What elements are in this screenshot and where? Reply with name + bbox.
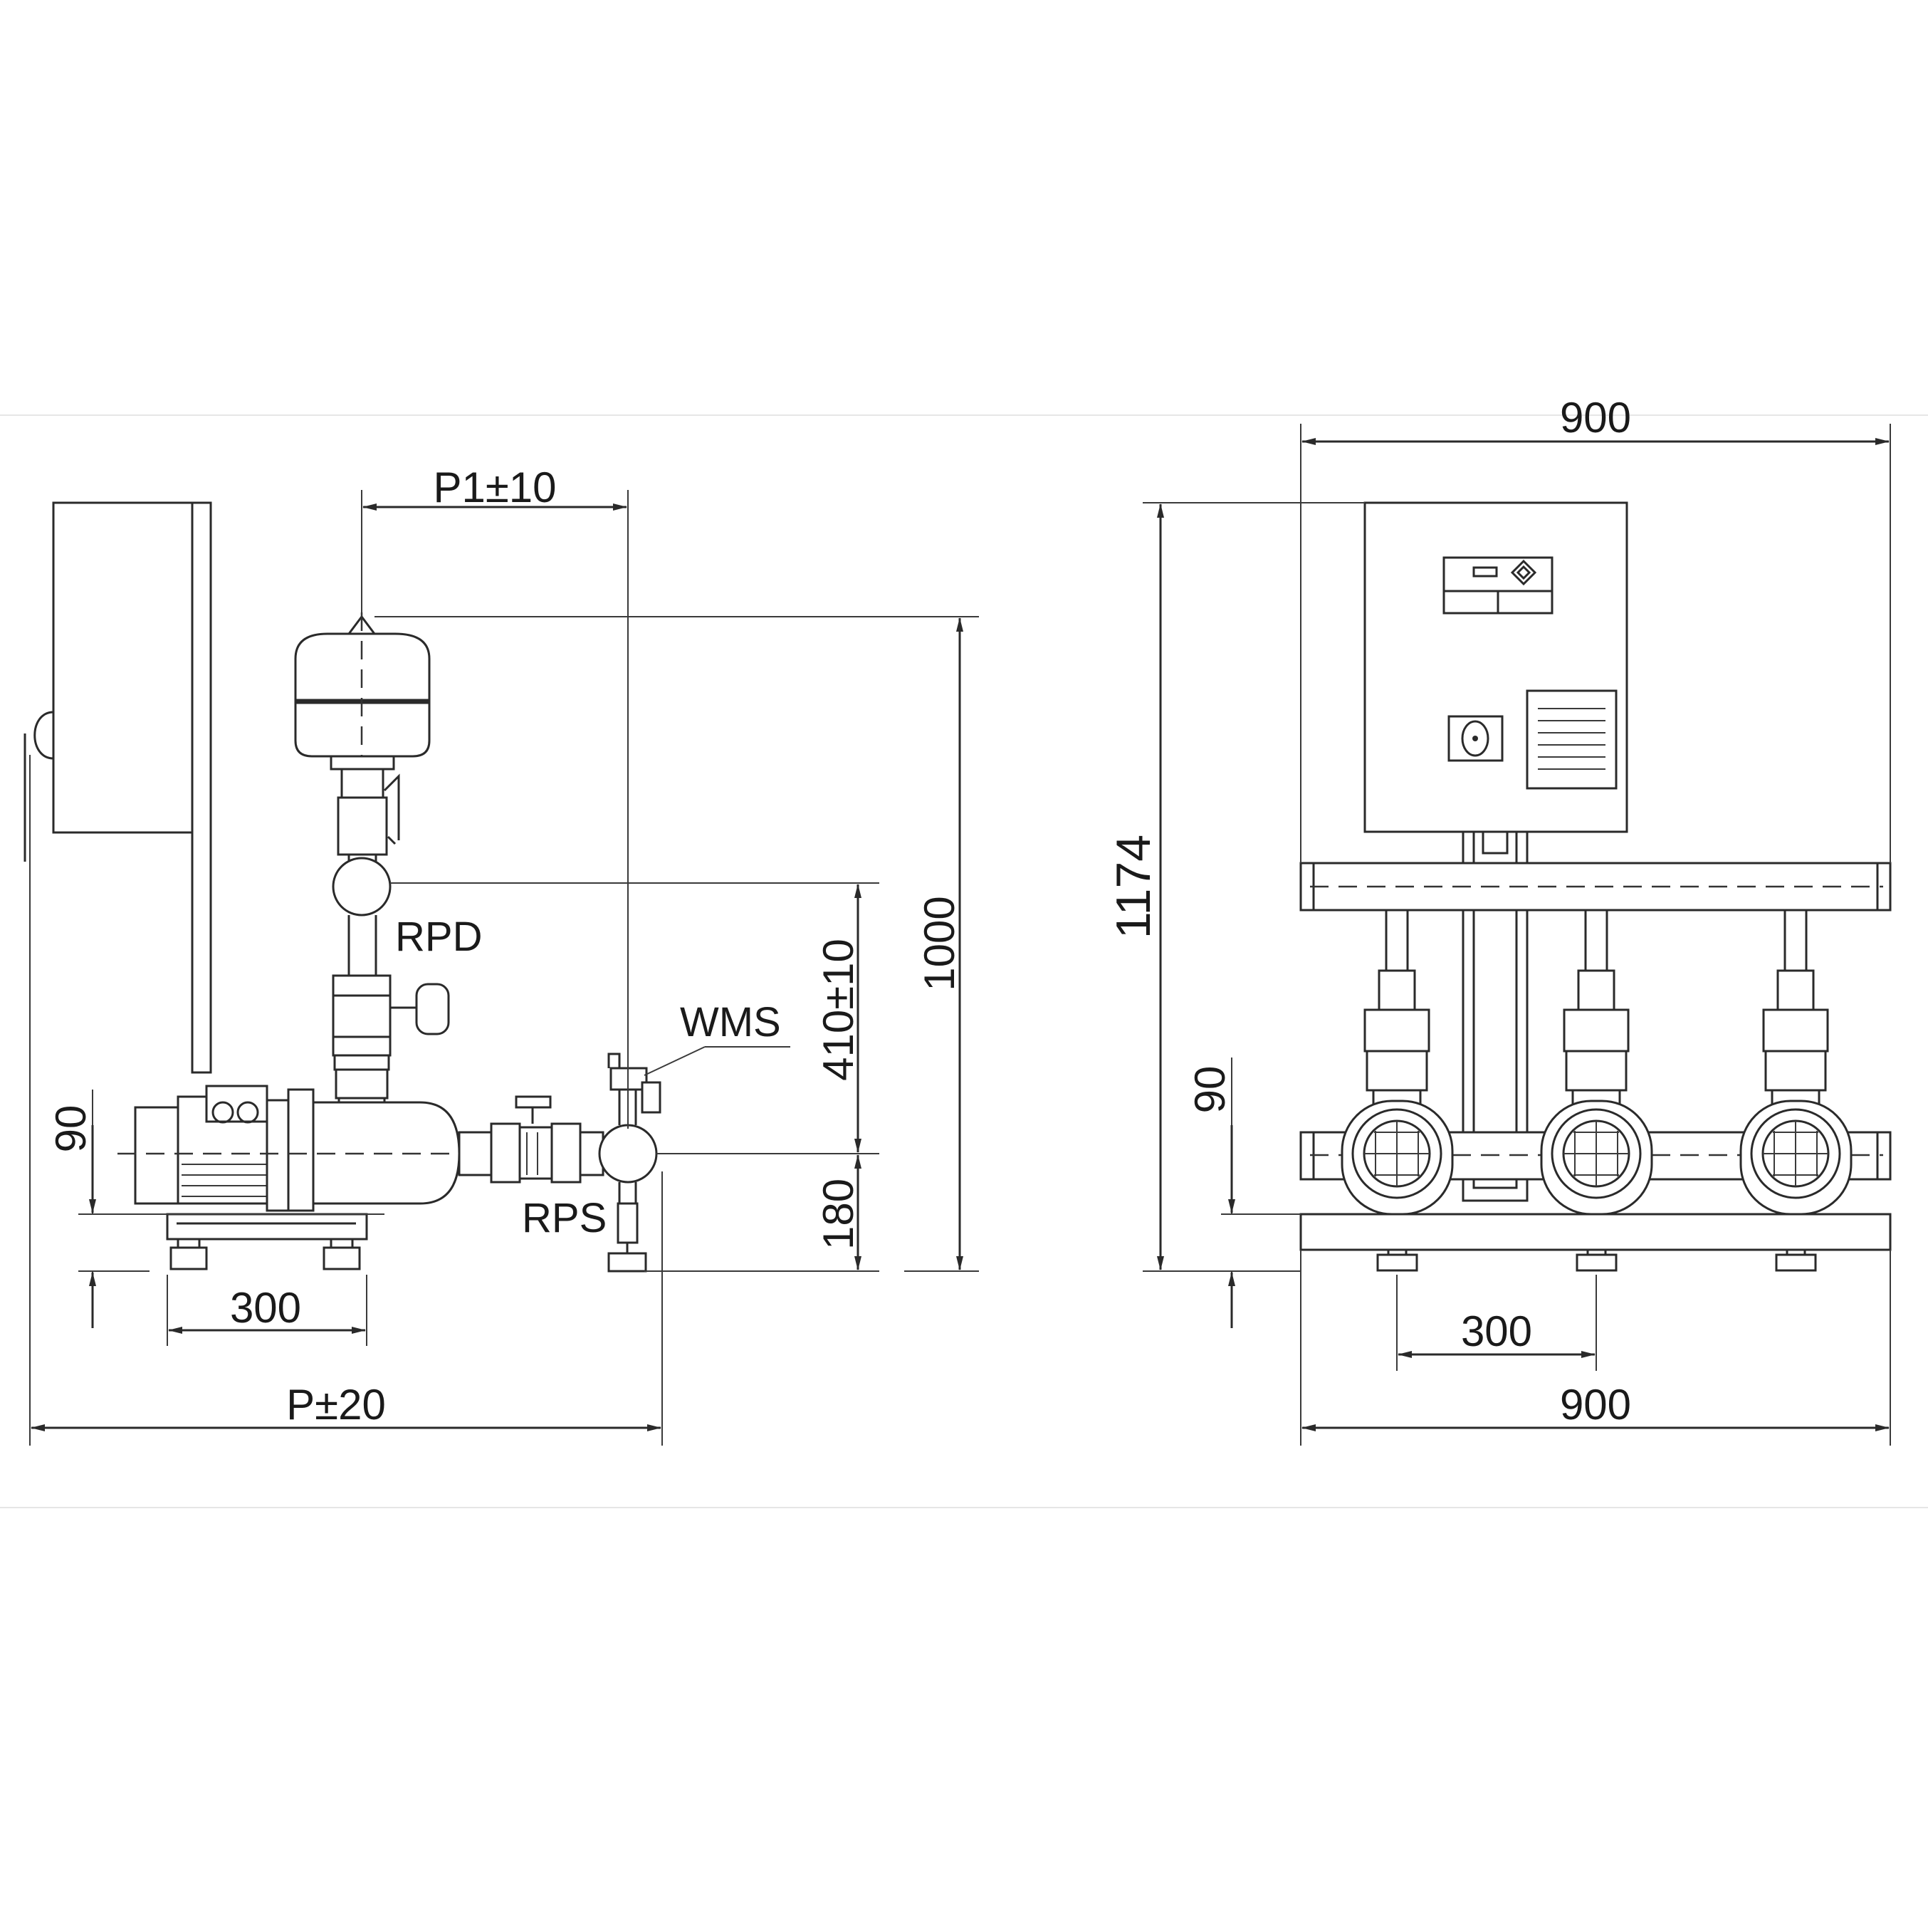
front-view: 900 1174 90 300 900 (1106, 394, 1892, 1446)
base-frame-side (166, 1213, 368, 1270)
label-rpd: RPD (395, 914, 482, 960)
rpd-collector (332, 857, 392, 917)
dim-180: 180 (814, 1179, 862, 1250)
label-rps: RPS (522, 1195, 607, 1241)
pump-2-front (1540, 909, 1653, 1272)
dim-p: P±20 (286, 1381, 386, 1429)
dim-900-bottom: 900 (1560, 1381, 1631, 1429)
dim-90-side: 90 (47, 1105, 95, 1153)
dim-1000: 1000 (916, 896, 963, 991)
dim-1174: 1174 (1106, 835, 1161, 939)
side-view: P1±10 1000 410±10 180 90 300 P±20 RPD WM… (23, 464, 979, 1446)
pump-1-front (1341, 909, 1454, 1272)
dim-p1: P1±10 (433, 464, 556, 511)
rps-drain-leg (607, 1182, 647, 1273)
dim-900-top: 900 (1560, 394, 1631, 442)
pump-3-front (1739, 909, 1853, 1272)
base-frame-front (1299, 1213, 1892, 1251)
wms-switch (607, 1053, 661, 1125)
control-cabinet-front (1363, 501, 1628, 833)
riser-pipe (332, 915, 450, 1115)
pump-unit-side (117, 1085, 498, 1212)
label-wms: WMS (680, 999, 781, 1045)
dim-90-front: 90 (1186, 1066, 1234, 1114)
discharge-collector-front (1299, 862, 1892, 912)
dim-300-front: 300 (1461, 1307, 1532, 1355)
suction-pipe (458, 1095, 627, 1184)
dim-300-side: 300 (230, 1284, 301, 1332)
dim-410: 410±10 (814, 939, 862, 1081)
control-cabinet-side (23, 501, 212, 1074)
pressure-vessel (294, 612, 431, 883)
rps-collector (598, 1124, 658, 1184)
